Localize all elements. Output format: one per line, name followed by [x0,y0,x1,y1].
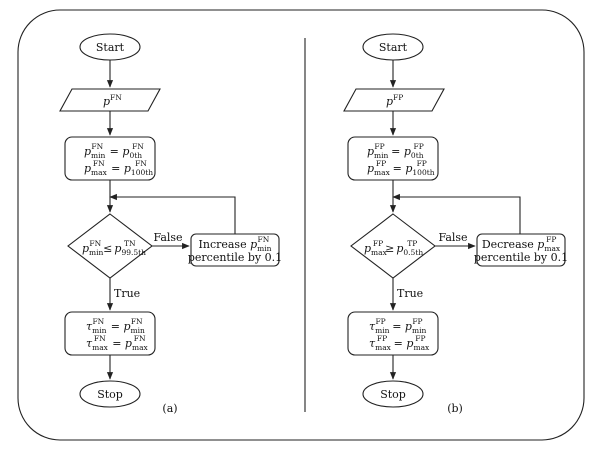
action-line2-a: percentile by 0.1 [188,251,282,264]
stop-terminal-b [362,380,424,408]
decision-label-a: pminFN≤p99.5thTN [82,239,146,257]
panel-b: Start pFP pminFP = p0thFP pmaxFP = p100t… [343,33,568,415]
stop-terminal-a [79,380,141,408]
result-line2-a: τmaxFN = pmaxFN [86,334,149,352]
init-line2-a: pmaxFN = p100thFN [84,159,153,177]
stop-label-a: Stop [97,388,123,401]
init-line1-a: pminFN = p0thFN [84,142,144,160]
result-line2-b: τmaxFP = pmaxFP [369,334,430,352]
true-label-b: True [397,287,423,300]
input-label-a: pFN [103,93,122,108]
action-line2-b: percentile by 0.1 [474,251,568,264]
caption-a: (a) [162,402,177,415]
action-box-a [190,233,280,267]
result-line1-b: τminFP = pminFP [369,317,426,335]
action-line1-a: Increase pminFN [199,235,272,253]
false-label-b: False [438,231,467,244]
edge-loop-a [109,193,236,234]
start-label-a: Start [96,41,125,54]
panel-a: Start pFN pminFN = p0thFN pmaxFN = p100t… [59,33,282,415]
init-line1-b: pminFP = p0thFP [367,142,424,160]
stop-label-b: Stop [380,388,406,401]
caption-b: (b) [447,402,463,415]
outer-frame [17,9,585,441]
input-label-b: pFP [386,93,403,108]
result-line1-a: τminFN = pminFN [86,317,145,335]
start-label-b: Start [379,41,408,54]
action-line1-b: Decrease pmaxFP [482,235,561,253]
init-line2-b: pmaxFP = p100thFP [367,159,435,177]
action-box-b [476,233,566,267]
input-node-b [343,88,445,112]
true-label-a: True [114,287,140,300]
input-node-a [59,88,161,112]
false-label-a: False [153,231,182,244]
edge-loop-b [392,193,521,234]
decision-label-b: pmaxFP≥p0.5thTP [364,239,423,257]
